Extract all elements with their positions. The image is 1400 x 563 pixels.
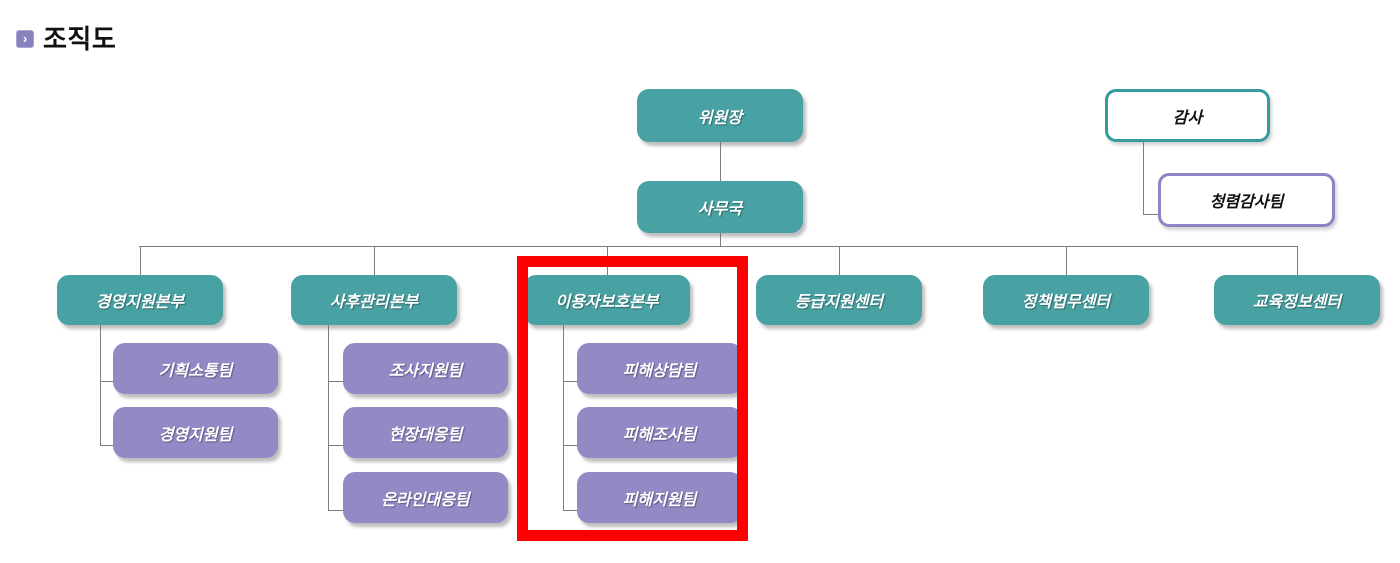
team-online-response: 온라인대응팀 [343,472,508,523]
team-victim-counseling: 피해상담팀 [577,343,742,394]
chevron-right-icon: › [16,30,34,48]
org-node-audit: 감사 [1105,89,1270,142]
connector-col1-trunk [100,325,101,445]
team-field-response: 현장대응팀 [343,407,508,458]
connector-audit-trunk [1143,142,1144,215]
org-node-integrity-audit-team: 청렴감사팀 [1158,173,1335,227]
team-planning-communication: 기획소통팀 [113,343,278,394]
highlight-box-user-protection [517,256,748,541]
connector-stem-dept-4 [839,246,840,275]
team-victim-support: 피해지원팀 [577,472,742,523]
connector-stem-dept-5 [1066,246,1067,275]
connector-col2-stub-2 [328,445,343,446]
org-node-chairman: 위원장 [637,89,803,142]
dept-management-support: 경영지원본부 [57,275,223,325]
connector-col3-stub-3 [563,510,577,511]
dept-rating-support-center: 등급지원센터 [756,275,922,325]
connector-chairman-secretariat [720,142,721,182]
team-victim-investigation: 피해조사팀 [577,407,742,458]
connector-col2-stub-1 [328,381,343,382]
team-investigation-support: 조사지원팀 [343,343,508,394]
connector-stem-dept-6 [1297,246,1298,275]
connector-col1-stub-1 [100,381,113,382]
org-node-secretariat: 사무국 [637,181,803,233]
connector-col3-stub-2 [563,445,577,446]
dept-user-protection: 이용자보호본부 [524,275,690,325]
connector-col1-stub-2 [100,445,113,446]
connector-secretariat-stem [720,233,721,246]
dept-education-info-center: 교육정보센터 [1214,275,1380,325]
connector-stem-dept-1 [140,246,141,275]
connector-col3-trunk [563,325,564,510]
page-title: 조직도 [43,24,117,54]
page-title-row: › 조직도 [16,26,116,52]
dept-post-management: 사후관리본부 [291,275,457,325]
connector-col2-trunk [328,325,329,510]
connector-departments-rail [139,246,1298,247]
connector-audit-stub [1143,214,1158,215]
connector-stem-dept-2 [374,246,375,275]
dept-policy-legal-center: 정책법무센터 [983,275,1149,325]
team-management-support: 경영지원팀 [113,407,278,458]
connector-col3-stub-1 [563,381,577,382]
connector-col2-stub-3 [328,510,343,511]
